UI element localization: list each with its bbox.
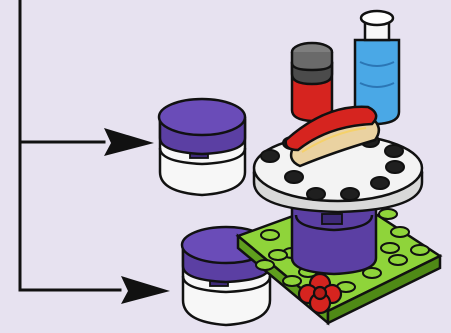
round-brick-upper	[157, 97, 247, 197]
hot-dog	[284, 105, 381, 168]
connector-lines	[18, 0, 122, 292]
red-bottle	[290, 41, 334, 123]
arrow-lower-icon	[121, 276, 170, 304]
blue-bottle	[353, 9, 401, 126]
red-flower	[297, 272, 343, 315]
center-column	[290, 203, 378, 276]
arrow-upper-icon	[104, 128, 154, 156]
